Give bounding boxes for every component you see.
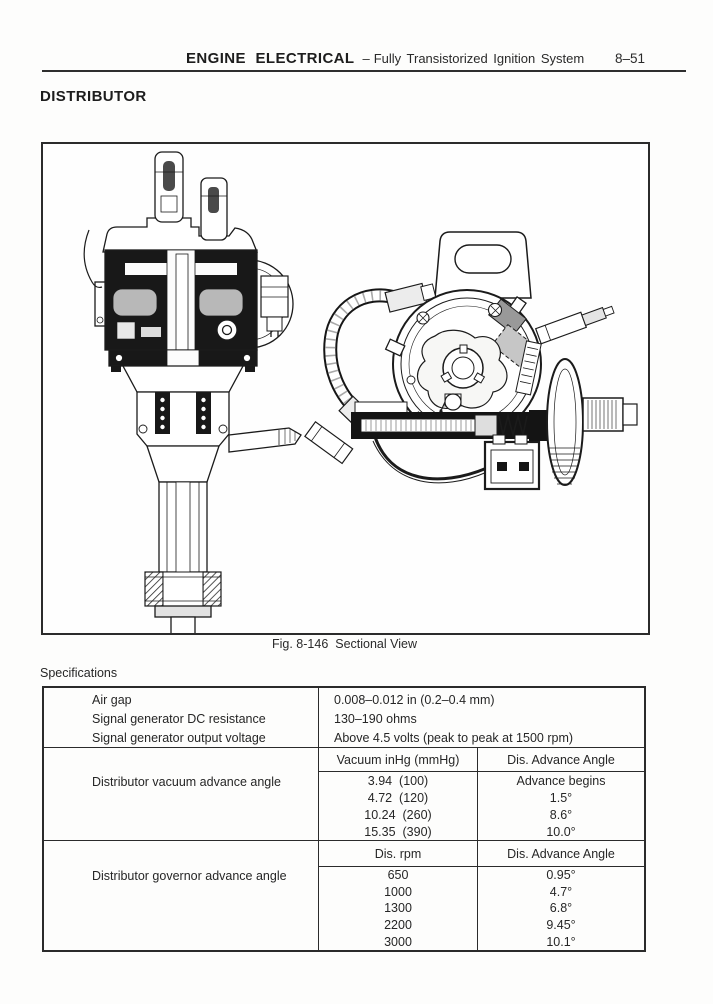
cell-value: 3000 [319, 933, 478, 950]
spec-row-label: Distributor governor advance angle [92, 869, 287, 883]
cell-value: 650 [319, 867, 478, 884]
cell-value: 1.5° [549, 790, 573, 805]
grid-header-row: Vacuum inHg (mmHg) Dis. Advance Angle [319, 748, 644, 772]
spec-section-governor-advance: Distributor governor advance angle Dis. … [44, 841, 644, 950]
table-row: 1300 6.8° [319, 900, 644, 917]
section-title: DISTRIBUTOR [40, 88, 147, 105]
header-separator: – [362, 51, 370, 66]
cell-value: 2200 [319, 916, 478, 934]
spec-section-vacuum-advance: Distributor vacuum advance angle Vacuum … [44, 748, 644, 841]
page-header: ENGINE ELECTRICAL–Fully Transistorized I… [186, 50, 584, 68]
grid-header-row: Dis. rpm Dis. Advance Angle [319, 841, 644, 867]
cell-value: 10.0° [546, 824, 576, 839]
right-top-view-drawing [304, 231, 638, 491]
spec-label: Signal generator DC resistance [92, 712, 266, 726]
page-number: 8–51 [615, 51, 646, 66]
cell-value: 6.8° [549, 901, 573, 916]
left-sectional-view-drawing [83, 151, 302, 670]
cell-value: 1000 [319, 883, 478, 901]
table-row: 3000 10.1° [319, 933, 644, 950]
spec-row-label: Distributor vacuum advance angle [92, 775, 281, 789]
table-row: 3.94 (100) Advance begins [319, 772, 644, 789]
column-header: Dis. Advance Angle [507, 846, 615, 861]
cell-value: 4.72 (120) [319, 789, 478, 806]
table-row: 4.72 (120) 1.5° [319, 789, 644, 806]
cell-value: 10.1° [546, 934, 576, 949]
vacuum-advance-grid: Vacuum inHg (mmHg) Dis. Advance Angle 3.… [318, 748, 644, 840]
figure-caption: Fig. 8-146 Sectional View [272, 637, 417, 651]
table-row: 10.24 (260) 8.6° [319, 806, 644, 823]
column-header: Dis. rpm [319, 841, 478, 866]
cell-value: 15.35 (390) [319, 823, 478, 840]
table-row: 15.35 (390) 10.0° [319, 823, 644, 840]
spec-value: 130–190 ohms [334, 712, 417, 726]
table-row: 650 0.95° [319, 867, 644, 884]
cell-value: 3.94 (100) [319, 772, 478, 789]
spec-general-values: 0.008–0.012 in (0.2–0.4 mm) 130–190 ohms… [318, 688, 644, 747]
cell-value: 9.45° [546, 918, 576, 933]
header-subtitle: Fully Transistorized Ignition System [373, 51, 585, 66]
spec-section-general: Air gap Signal generator DC resistance S… [44, 688, 644, 748]
cell-value: 0.95° [546, 868, 576, 883]
table-row: 1000 4.7° [319, 883, 644, 901]
spec-general-labels: Air gap Signal generator DC resistance S… [44, 688, 318, 747]
specifications-heading: Specifications [40, 666, 118, 680]
column-header: Vacuum inHg (mmHg) [319, 748, 478, 771]
spec-label: Air gap [92, 693, 132, 707]
governor-advance-grid: Dis. rpm Dis. Advance Angle 650 0.95° 10… [318, 841, 644, 950]
table-row: 2200 9.45° [319, 916, 644, 934]
spec-label: Signal generator output voltage [92, 731, 266, 745]
spec-value: Above 4.5 volts (peak to peak at 1500 rp… [334, 731, 574, 745]
cell-value: 4.7° [549, 884, 573, 899]
column-header: Dis. Advance Angle [507, 752, 615, 767]
cell-value: Advance begins [516, 773, 606, 788]
cell-value: 10.24 (260) [319, 806, 478, 823]
figure-frame [41, 142, 650, 670]
spec-value: 0.008–0.012 in (0.2–0.4 mm) [334, 693, 495, 707]
header-divider [42, 70, 686, 72]
header-title: ENGINE ELECTRICAL [186, 50, 355, 67]
distributor-figure [83, 151, 638, 670]
cell-value: 8.6° [549, 807, 573, 822]
cell-value: 1300 [319, 900, 478, 917]
specifications-table: Air gap Signal generator DC resistance S… [42, 686, 646, 952]
